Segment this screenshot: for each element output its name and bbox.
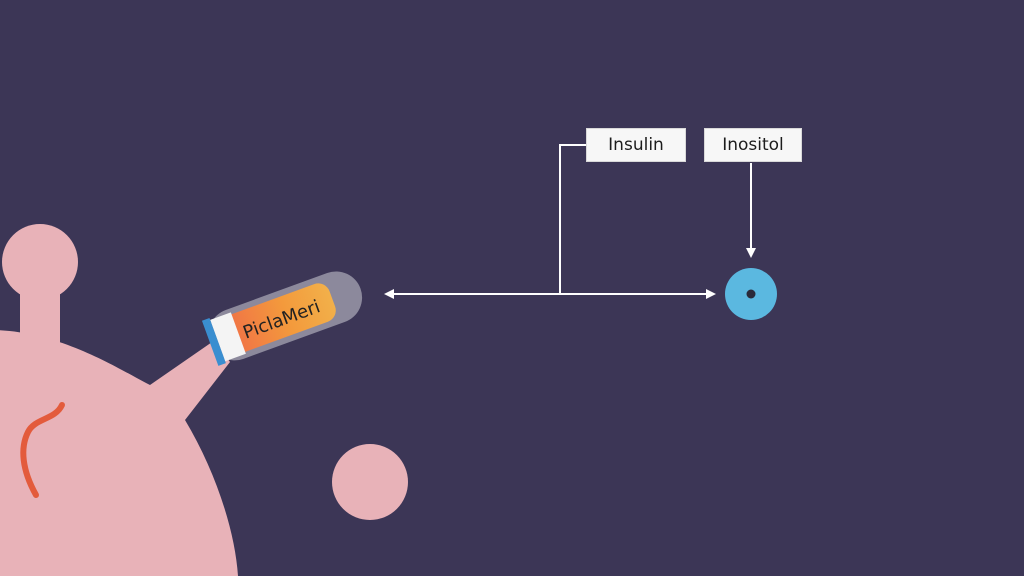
insulin-label: Insulin [586,128,686,162]
cell-squiggle [20,402,65,498]
target-receptor [725,268,777,320]
cell-top-knob [2,224,78,300]
inositol-label: Inositol [704,128,802,162]
cell-body [0,330,238,576]
cell-illustration [0,224,238,576]
connectors [384,144,756,299]
small-pink-circle [332,444,408,520]
vial-contents [216,283,336,356]
insulin-connector [559,144,586,294]
vial-label-strip [210,312,246,362]
medication-vial: PiclaMeri [201,271,363,366]
target-center-dot [746,289,756,299]
vial-cap-band [201,318,226,366]
